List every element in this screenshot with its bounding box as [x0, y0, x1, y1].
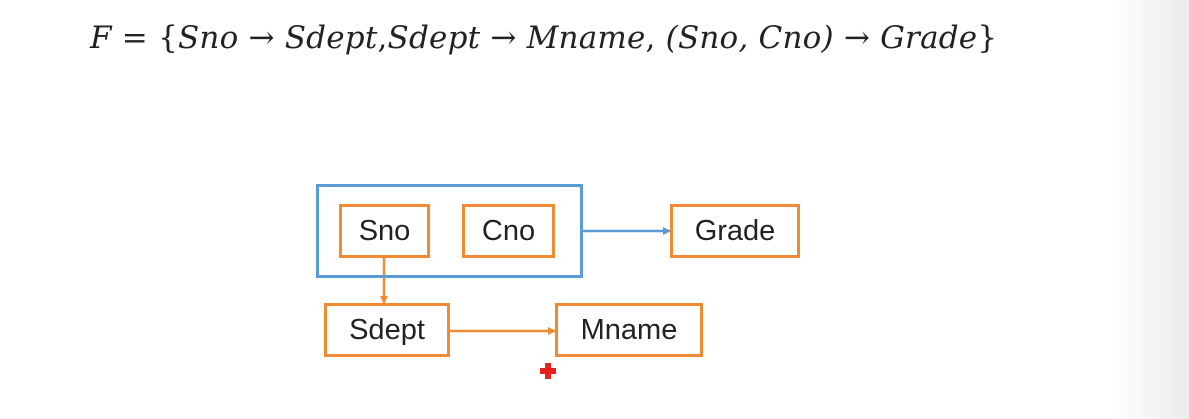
formula-separator: , [377, 20, 388, 56]
node-sdept: Sdept [324, 303, 450, 357]
formula-separator: , [645, 20, 656, 56]
node-mname: Mname [555, 303, 703, 357]
arrow-icon: → [248, 20, 275, 56]
fd1-to: Sdept [284, 20, 378, 56]
node-sno: Sno [339, 204, 430, 258]
composite-key-group [316, 184, 583, 278]
fd2-from: Sdept [387, 20, 481, 56]
arrow-icon: → [490, 20, 517, 56]
cursor-cross-icon [540, 363, 556, 379]
fd1-from: Sno [177, 20, 239, 56]
formula-lhs: F [90, 20, 112, 56]
node-grade: Grade [670, 204, 800, 258]
formula-open-brace: { [158, 20, 178, 56]
fd3-to: Grade [880, 20, 978, 56]
functional-dependency-formula: F = {Sno → Sdept,Sdept → Mname, (Sno, Cn… [90, 20, 997, 56]
node-cno: Cno [462, 204, 555, 258]
fd3-from: (Sno, Cno) [665, 20, 834, 56]
arrow-icon: → [843, 20, 871, 56]
fd2-to: Mname [526, 20, 646, 56]
edge-shadow [1109, 0, 1189, 419]
formula-close-brace: } [977, 20, 998, 56]
formula-equals: = [121, 20, 148, 56]
